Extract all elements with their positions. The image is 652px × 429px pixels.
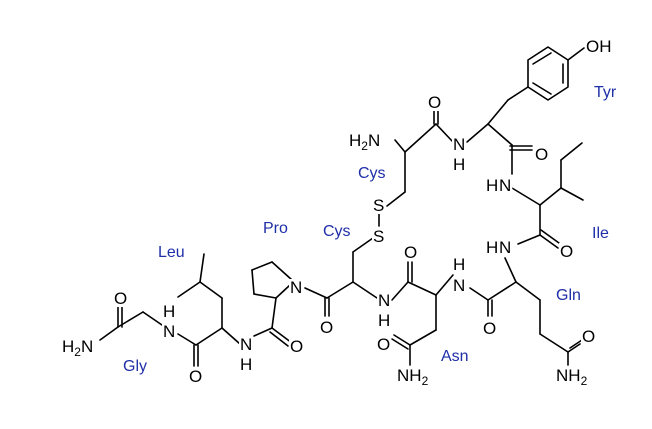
cys-amide-nitrogen: N xyxy=(378,291,390,310)
asn-sidechain-amide-label: NH2 xyxy=(397,366,429,388)
residue-labels: Tyr Cys Ile Cys Pro Leu Gln Asn Gly xyxy=(123,84,617,375)
leu-pro-amide-hydrogen: H xyxy=(240,355,252,374)
residue-label-cys-internal: Cys xyxy=(323,223,351,240)
ile-carbonyl-oxygen: O xyxy=(560,242,573,261)
residue-label-cys-n-terminal: Cys xyxy=(358,165,386,182)
c-terminal-amide-label: H2N xyxy=(62,337,93,359)
tyr-amide-nitrogen: N xyxy=(453,135,465,154)
sulfur-upper: S xyxy=(373,196,384,215)
cys-carbonyl-oxygen-lower: O xyxy=(320,318,333,337)
gln-amide-hydrogen: H xyxy=(486,238,498,257)
n-terminal-amine-label: H2N xyxy=(349,131,380,153)
pro-carbonyl-oxygen: O xyxy=(290,337,303,356)
gly-leu-amide-nitrogen: N xyxy=(163,322,175,341)
residue-label-ile: Ile xyxy=(592,225,609,242)
tyr-carbonyl-oxygen: O xyxy=(535,145,548,164)
residue-label-gln: Gln xyxy=(556,287,581,304)
tyr-amide-hydrogen: H xyxy=(453,155,465,174)
asn-carbonyl-oxygen: O xyxy=(404,243,417,262)
atom-labels: OH H2N O N H O H N O H N O NH2 O H N O N… xyxy=(62,37,612,388)
residue-label-leu: Leu xyxy=(158,244,185,261)
ile-amide-hydrogen: H xyxy=(486,176,498,195)
ile-amide-nitrogen: N xyxy=(499,176,511,195)
gln-sidechain-amide-label: NH2 xyxy=(556,366,588,388)
residue-label-pro: Pro xyxy=(263,220,288,237)
sulfur-lower: S xyxy=(373,227,384,246)
bond-lines xyxy=(99,46,585,367)
gly-carbonyl-oxygen: O xyxy=(114,289,127,308)
asn-sidechain-oxygen: O xyxy=(377,335,390,354)
gly-leu-amide-hydrogen: H xyxy=(163,302,175,321)
residue-label-tyr: Tyr xyxy=(594,84,617,101)
gln-carbonyl-oxygen: O xyxy=(483,319,496,338)
residue-label-gly: Gly xyxy=(123,358,147,375)
asn-amide-hydrogen: H xyxy=(453,255,465,274)
residue-label-asn: Asn xyxy=(441,348,469,365)
asn-amide-nitrogen: N xyxy=(453,276,465,295)
gln-amide-nitrogen: N xyxy=(499,238,511,257)
pro-ring-nitrogen: N xyxy=(290,278,302,297)
cys-carbonyl-oxygen: O xyxy=(428,93,441,112)
gln-sidechain-oxygen: O xyxy=(582,327,595,346)
cys-amide-hydrogen: H xyxy=(378,311,390,330)
leu-pro-amide-nitrogen: N xyxy=(240,335,252,354)
leu-carbonyl-oxygen: O xyxy=(189,367,202,386)
hydroxyl-label: OH xyxy=(586,37,612,56)
